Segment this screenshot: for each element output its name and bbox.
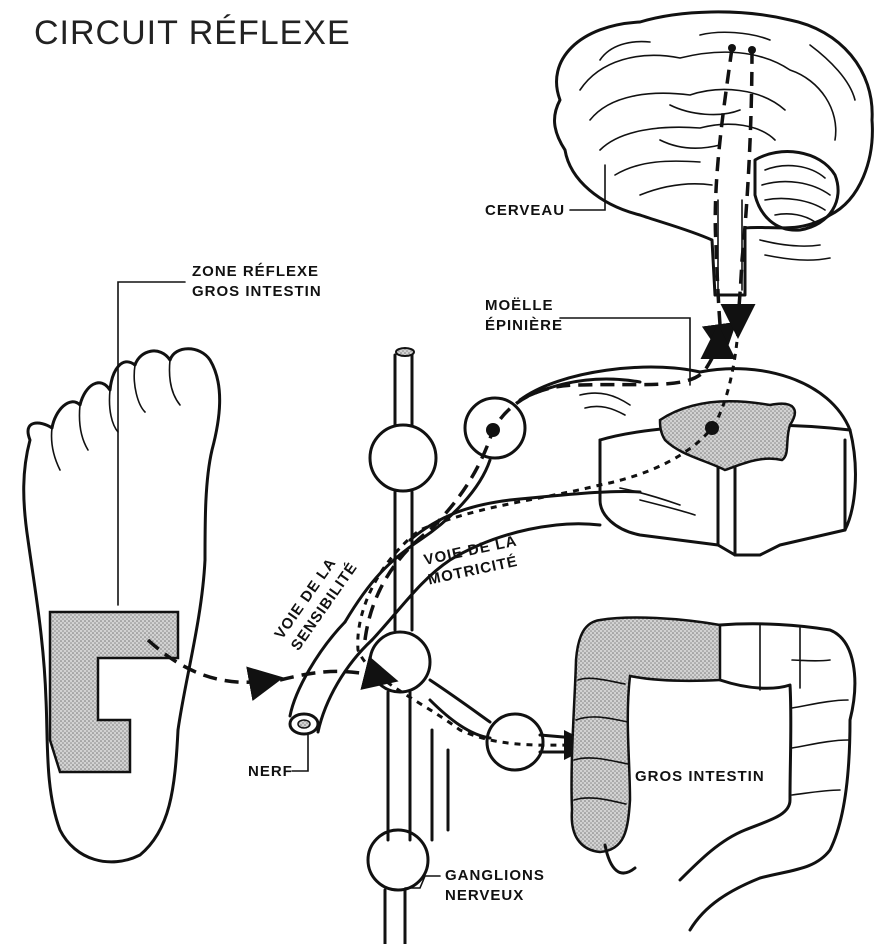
label-ganglions-1: GANGLIONS	[445, 867, 545, 884]
page-title: CIRCUIT RÉFLEXE	[34, 14, 351, 52]
label-moelle-2: ÉPINIÈRE	[485, 317, 563, 334]
spinal-cord-section	[280, 330, 855, 745]
foot-illustration	[24, 282, 270, 862]
label-gros-intestin: GROS INTESTIN	[635, 768, 765, 785]
label-zone-reflexe-2: GROS INTESTIN	[192, 283, 322, 300]
label-zone-reflexe-1: ZONE RÉFLEXE	[192, 263, 319, 280]
reflex-zone-large-intestine	[50, 612, 178, 772]
label-moelle-1: MOËLLE	[485, 297, 554, 314]
brain-illustration	[555, 12, 873, 345]
label-nerf: NERF	[248, 763, 293, 780]
labels: ZONE RÉFLEXE GROS INTESTIN CERVEAU MOËLL…	[192, 165, 765, 904]
label-cerveau: CERVEAU	[485, 202, 565, 219]
label-ganglions-2: NERVEUX	[445, 887, 524, 904]
